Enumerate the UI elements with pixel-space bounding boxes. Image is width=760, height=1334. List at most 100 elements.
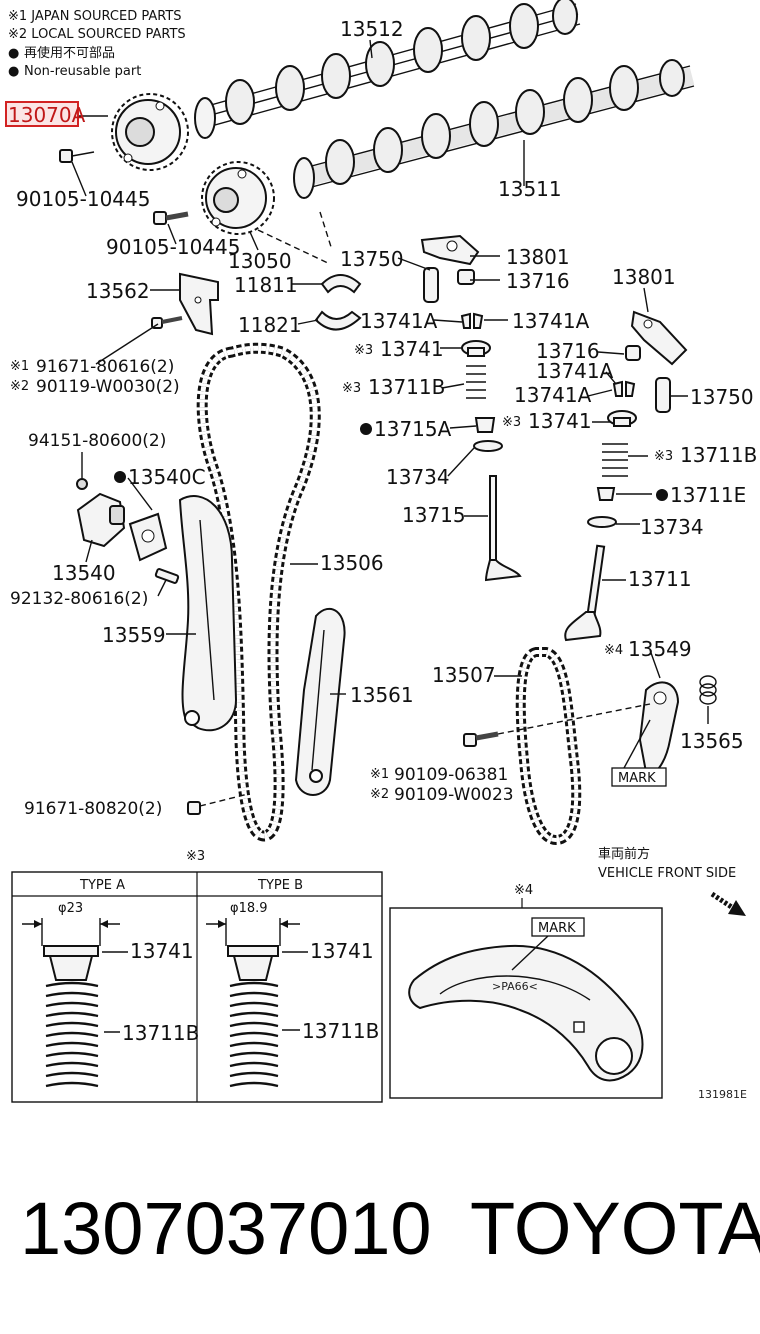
part-label-11821[interactable]: 11821 <box>238 313 302 337</box>
part-label-13716-a[interactable]: 13716 <box>506 269 570 293</box>
camshaft-intake <box>293 59 695 199</box>
prefix-note1-a: ※1 <box>10 359 29 374</box>
part-label-13050[interactable]: 13050 <box>228 249 292 273</box>
part-label-90105-b[interactable]: 90105-10445 <box>106 235 240 259</box>
part-label-13750-a[interactable]: 13750 <box>340 247 404 271</box>
part-label-13741a-2[interactable]: 13741A <box>512 309 590 333</box>
part-label-13511[interactable]: 13511 <box>498 177 562 201</box>
part-label-13734-2[interactable]: 13734 <box>640 515 704 539</box>
nonreusable-bullet-13540c <box>114 471 126 483</box>
oil-pump-chain <box>515 647 582 846</box>
part-label-13070a[interactable]: 13070A <box>8 103 86 127</box>
part-label-13540[interactable]: 13540 <box>52 561 116 585</box>
part-label-91671-80616[interactable]: 91671-80616(2) <box>36 357 174 377</box>
spring-13711b-b <box>602 443 628 477</box>
bolt-91671-80820 <box>187 793 249 815</box>
detail-types-note: ※3 <box>186 849 205 864</box>
part-label-13741a-4[interactable]: 13741A <box>514 383 592 407</box>
part-label-13711e[interactable]: 13711E <box>670 483 746 507</box>
bearing-upper <box>320 274 362 294</box>
prefix-note3-a: ※3 <box>354 343 373 358</box>
part-label-13512[interactable]: 13512 <box>340 17 404 41</box>
camshaft-exhaust <box>194 0 581 139</box>
part-label-13741a-3[interactable]: 13741A <box>536 359 614 383</box>
bolt-90109 <box>463 703 651 747</box>
part-label-13801-b[interactable]: 13801 <box>612 265 676 289</box>
spring-13711b-a <box>466 365 486 399</box>
nonreusable-bullet-13715a <box>360 423 372 435</box>
part-label-90105-a[interactable]: 90105-10445 <box>16 187 150 211</box>
part-label-13716-b[interactable]: 13716 <box>536 339 600 363</box>
part-label-13750-b[interactable]: 13750 <box>690 385 754 409</box>
type-a-spring: 13711B <box>122 1021 199 1045</box>
part-label-13741a-1[interactable]: 13741A <box>360 309 438 333</box>
lash-adjuster-13750-b <box>655 377 671 413</box>
detail-engraving: >PA66< <box>492 980 538 993</box>
prefix-note4: ※4 <box>604 643 623 658</box>
mark-label-box <box>611 767 667 787</box>
retainer-13741-b <box>607 410 637 427</box>
part-label-13507[interactable]: 13507 <box>432 663 496 687</box>
part-label-13711[interactable]: 13711 <box>628 567 692 591</box>
part-label-13561[interactable]: 13561 <box>350 683 414 707</box>
seat-13734-a <box>473 440 503 452</box>
part-label-13562[interactable]: 13562 <box>86 279 150 303</box>
type-a-header: TYPE A <box>79 878 125 893</box>
part-label-90109-06381[interactable]: 90109-06381 <box>394 765 508 785</box>
bearing-lower <box>314 310 362 331</box>
keepers-13741a-b <box>612 380 636 397</box>
type-a-retainer: 13741 <box>130 939 194 963</box>
chain-guide-13562 <box>179 272 219 336</box>
part-label-13711b-1[interactable]: 13711B <box>368 375 445 399</box>
seal-13715a <box>474 417 496 433</box>
type-b-diameter: φ18.9 <box>230 901 268 916</box>
legend: ※1 JAPAN SOURCED PARTS ※2 LOCAL SOURCED … <box>8 9 186 79</box>
part-label-13506[interactable]: 13506 <box>320 551 384 575</box>
tensioner-slipper <box>178 495 238 732</box>
part-label-13715[interactable]: 13715 <box>402 503 466 527</box>
part-label-13801-a[interactable]: 13801 <box>506 245 570 269</box>
detail-guide-marking: ※4 MARK >PA66< <box>389 883 663 1099</box>
cam-timing-gear-intake <box>201 161 275 235</box>
chain-guide-13561 <box>294 607 346 796</box>
rocker-arm-13801-b <box>630 310 688 366</box>
part-label-13734-1[interactable]: 13734 <box>386 465 450 489</box>
part-label-13559[interactable]: 13559 <box>102 623 166 647</box>
nonreusable-bullet-13711e <box>656 489 668 501</box>
part-label-13540c[interactable]: 13540C <box>128 465 206 489</box>
leader-lines <box>71 39 709 724</box>
part-label-90109-w0023[interactable]: 90109-W0023 <box>394 785 514 805</box>
spring-13565 <box>699 675 717 705</box>
type-a-diameter: φ23 <box>58 901 83 916</box>
legend-nonreusable-jp: 再使用不可部品 <box>24 45 115 61</box>
prefix-note3-d: ※3 <box>654 449 673 464</box>
cap-13716-a <box>457 269 475 285</box>
part-label-13711b-2[interactable]: 13711B <box>680 443 757 467</box>
bolt-91671 <box>151 316 183 329</box>
part-label-92132[interactable]: 92132-80616(2) <box>10 589 148 609</box>
part-label-13715a[interactable]: 13715A <box>374 417 452 441</box>
seal-13711e <box>596 487 616 501</box>
valve-13715 <box>484 475 522 582</box>
detail-mark-box <box>531 917 585 937</box>
footer-part-number: 1307037010 <box>20 1187 432 1270</box>
keepers-13741a-a <box>460 312 484 329</box>
detail-spring-types: ※3 TYPE A TYPE B φ23 13741 13711B φ18.9 … <box>11 849 383 1103</box>
part-label-90119-w0030[interactable]: 90119-W0030(2) <box>36 377 180 397</box>
part-label-13565[interactable]: 13565 <box>680 729 744 753</box>
part-label-13549[interactable]: 13549 <box>628 637 692 661</box>
legend-nonreusable-en: Non-reusable part <box>24 64 141 79</box>
prefix-note3-c: ※3 <box>502 415 521 430</box>
seat-13734-b <box>587 516 617 528</box>
part-label-13741-2[interactable]: 13741 <box>528 409 592 433</box>
bolt-90105-a <box>59 149 95 163</box>
cap-13716-b <box>625 345 641 361</box>
part-label-13741-1[interactable]: 13741 <box>380 337 444 361</box>
part-label-94151[interactable]: 94151-80600(2) <box>28 431 166 451</box>
footer-brand: TOYOTA <box>470 1187 760 1270</box>
part-label-91671-80820[interactable]: 91671-80820(2) <box>24 799 162 819</box>
bolt-90105-b <box>153 211 189 225</box>
front-side-en: VEHICLE FRONT SIDE <box>598 866 736 881</box>
part-label-11811[interactable]: 11811 <box>234 273 298 297</box>
